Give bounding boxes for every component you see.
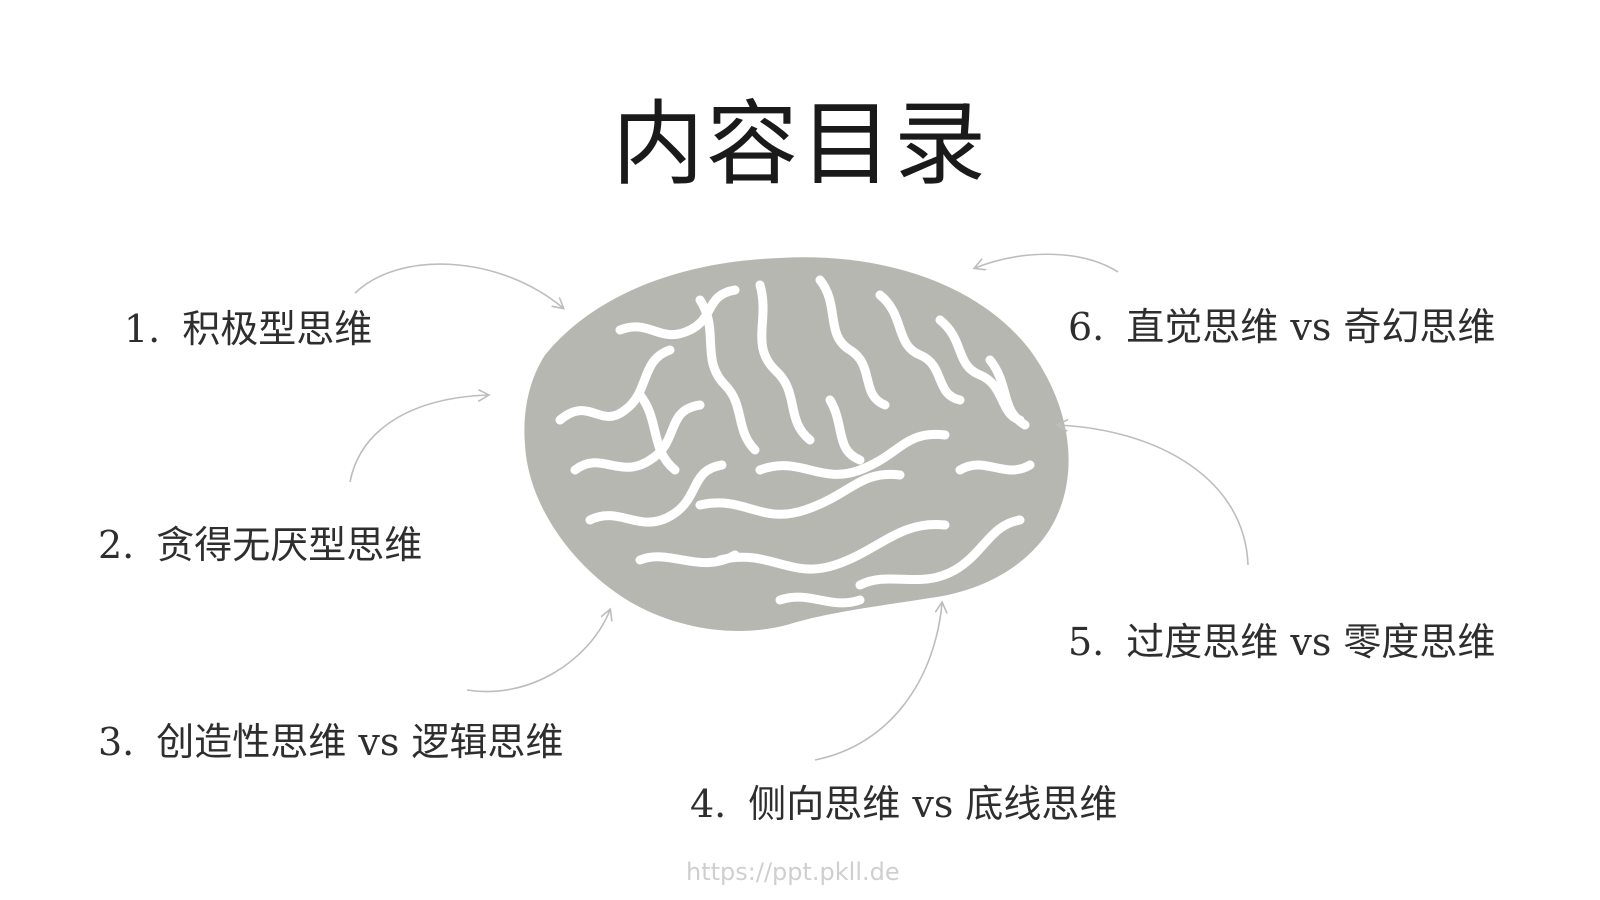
- curved-arrow-icon: [975, 253, 1119, 273]
- item-label: 贪得无厌型思维: [156, 523, 423, 567]
- item-label: 侧向思维 vs 底线思维: [748, 782, 1118, 826]
- item-number: 1.: [124, 307, 161, 351]
- list-item: 3. 创造性思维 vs 逻辑思维: [98, 715, 613, 769]
- brain-illustration: [524, 257, 1069, 631]
- item-label: 直觉思维 vs 奇幻思维: [1126, 305, 1496, 349]
- item-label: 创造性思维 vs 逻辑思维: [156, 720, 564, 764]
- watermark: https://ppt.pkll.de: [686, 858, 900, 886]
- list-item: 1. 积极型思维: [124, 302, 374, 356]
- list-item: 6. 直觉思维 vs 奇幻思维: [1068, 300, 1548, 354]
- curved-arrow-icon: [1058, 425, 1249, 566]
- curved-arrow-icon: [349, 395, 488, 483]
- item-number: 2.: [98, 523, 135, 567]
- item-label: 积极型思维: [182, 307, 373, 351]
- list-item: 2. 贪得无厌型思维: [98, 518, 438, 572]
- list-item: 5. 过度思维 vs 零度思维: [1068, 615, 1548, 669]
- curved-arrow-icon: [354, 263, 563, 308]
- item-number: 4.: [690, 782, 727, 826]
- item-number: 3.: [98, 720, 135, 764]
- list-item: 4. 侧向思维 vs 底线思维: [690, 777, 1165, 831]
- item-number: 5.: [1068, 620, 1105, 664]
- curved-arrow-icon: [814, 603, 942, 761]
- item-label: 过度思维 vs 零度思维: [1126, 620, 1496, 664]
- page-title: 内容目录: [611, 91, 988, 198]
- curved-arrow-icon: [466, 610, 610, 693]
- item-number: 6.: [1068, 305, 1105, 349]
